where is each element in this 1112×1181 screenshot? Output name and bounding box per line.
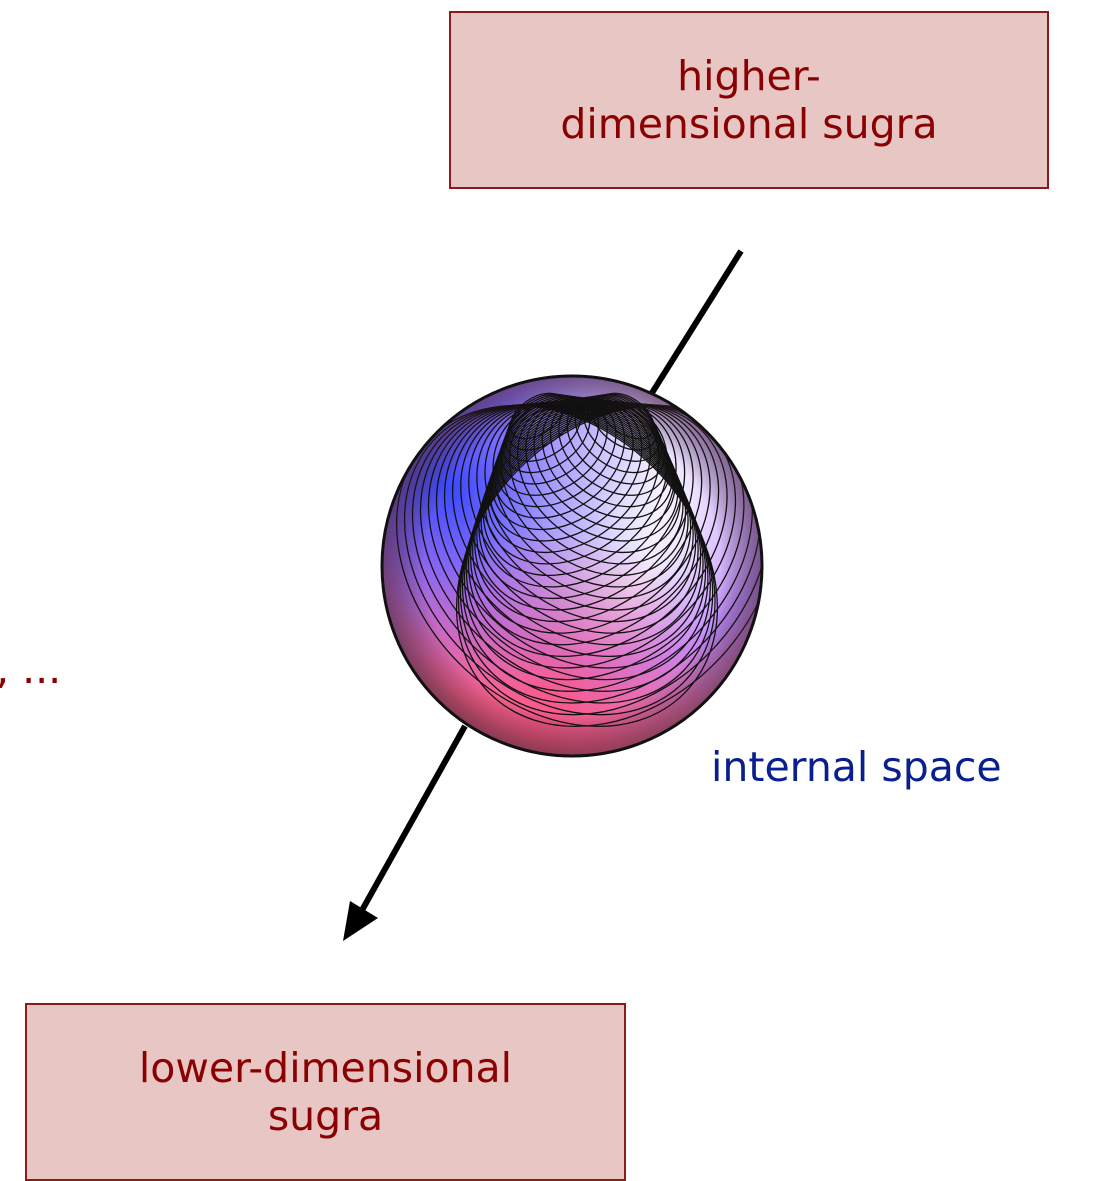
truncated-text-fragment: , ... [0, 645, 62, 693]
lower-dimensional-sugra-box: lower-dimensional sugra [25, 1003, 626, 1181]
bottom-box-line2: sugra [267, 1092, 384, 1140]
arrow-to-lower-dimensional [343, 724, 468, 941]
bottom-box-line1: lower-dimensional [138, 1043, 513, 1092]
internal-space-label: internal space [711, 743, 1002, 791]
top-box-line1: higher- [677, 51, 821, 100]
axis-upper-segment [637, 249, 744, 414]
arrowhead-icon [343, 901, 378, 941]
internal-space-sphere [380, 374, 764, 758]
higher-dimensional-sugra-box: higher- dimensional sugra [449, 11, 1049, 189]
top-box-line2: dimensional sugra [560, 100, 938, 148]
